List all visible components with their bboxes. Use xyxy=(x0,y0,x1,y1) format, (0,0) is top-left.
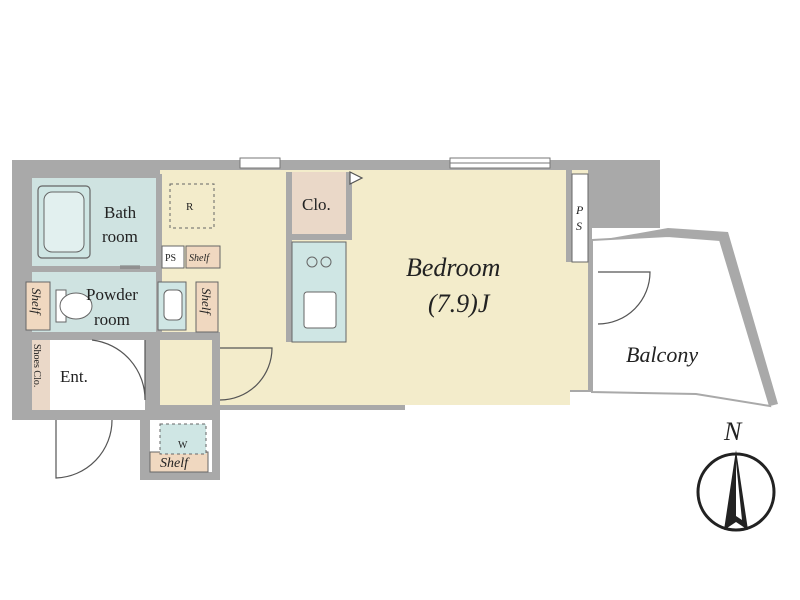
entrance-floor xyxy=(50,340,145,410)
washer-label: W xyxy=(178,440,188,451)
shelf-label-small: Shelf xyxy=(189,253,210,264)
closet-floor xyxy=(292,172,348,234)
refrigerator xyxy=(169,183,215,229)
vanity-sink xyxy=(157,281,187,331)
shelf-left xyxy=(25,281,51,331)
powder-label-line2: room xyxy=(94,310,130,329)
shelf-label-left: Shelf xyxy=(29,288,44,316)
entrance-label: Ent. xyxy=(60,367,88,386)
floors xyxy=(26,170,588,472)
bedroom-label-line2: (7.9)J xyxy=(428,289,491,318)
ps-label: PS xyxy=(165,253,176,264)
balcony xyxy=(591,228,778,408)
bathtub xyxy=(37,185,91,259)
labels: Bath room Powder room Bedroom (7.9)J Clo… xyxy=(29,195,698,471)
bath-label-line1: Bath xyxy=(104,203,137,222)
washer xyxy=(159,423,207,455)
windows xyxy=(239,157,551,169)
north-compass: N xyxy=(696,417,776,532)
shoes-closet-label: Shoes Clo. xyxy=(31,344,42,387)
ps-right-box xyxy=(571,173,589,263)
toilet xyxy=(55,289,93,323)
bedroom-floor xyxy=(220,170,570,405)
powder-floor xyxy=(32,272,156,332)
refrigerator-label: R xyxy=(186,201,194,213)
shelf-powder xyxy=(195,281,219,333)
balcony-label: Balcony xyxy=(626,342,698,367)
bedroom-label-line1: Bedroom xyxy=(406,253,500,282)
closet-label: Clo. xyxy=(302,195,331,214)
shelf-label-powder: Shelf xyxy=(199,288,214,316)
shelf-label-washer: Shelf xyxy=(160,456,190,471)
sliding-door-marks xyxy=(120,265,140,269)
shelf-box-small xyxy=(185,245,221,269)
doors xyxy=(55,171,651,479)
bath-label-line2: room xyxy=(102,227,138,246)
powder-label-line1: Powder xyxy=(86,285,138,304)
ps-box xyxy=(161,245,185,269)
north-label: N xyxy=(723,417,743,446)
ps-right-label-line1: P xyxy=(575,203,584,217)
ps-right-label-line2: S xyxy=(576,219,582,233)
kitchen-counter xyxy=(291,241,347,343)
